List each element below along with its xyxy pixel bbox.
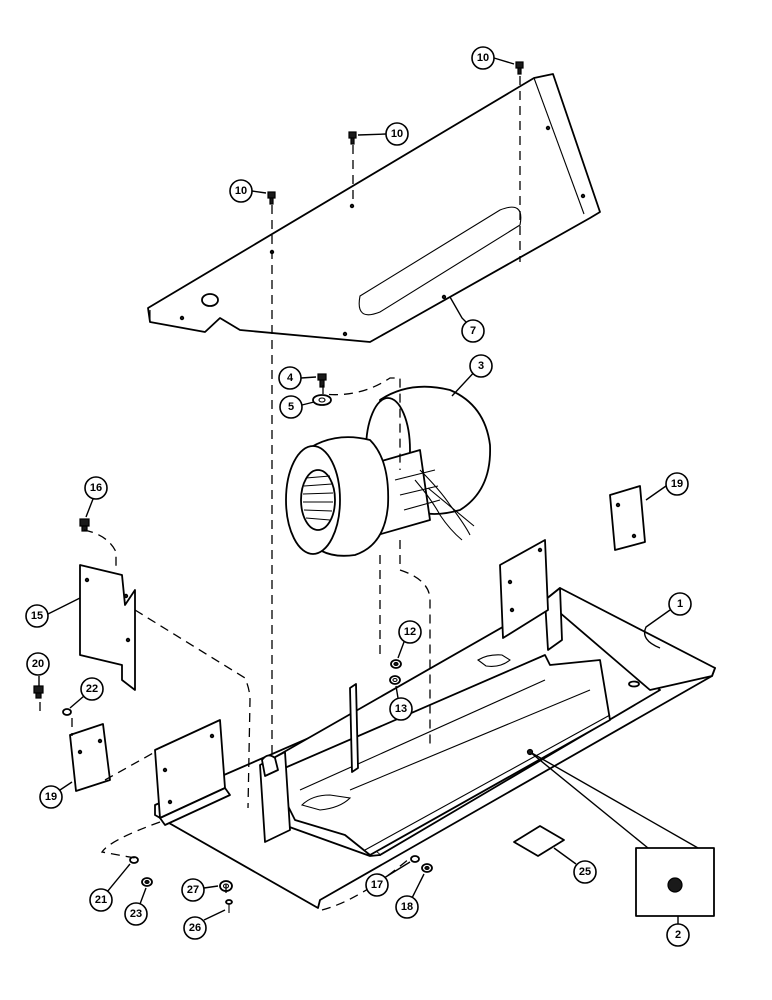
svg-text:10: 10 <box>391 128 403 140</box>
detail-inset-2 <box>526 748 715 917</box>
svg-text:10: 10 <box>477 52 489 64</box>
callout-1: 1 <box>643 592 692 649</box>
cover-plate-19-right <box>609 485 646 551</box>
callout-13: 13 <box>389 685 413 721</box>
svg-text:5: 5 <box>288 401 294 413</box>
svg-text:7: 7 <box>470 325 476 337</box>
svg-text:1: 1 <box>677 598 683 610</box>
callout-26: 26 <box>183 909 226 940</box>
svg-text:3: 3 <box>478 360 484 372</box>
callout-3: 3 <box>451 354 493 397</box>
callout-25: 25 <box>553 847 597 884</box>
callout-17: 17 <box>365 861 411 897</box>
callout-4: 4 <box>278 366 317 390</box>
washer-5 <box>312 394 332 406</box>
nut-23 <box>141 877 153 887</box>
callout-10-middle: 10 <box>357 122 409 146</box>
svg-text:16: 16 <box>90 482 102 494</box>
bolt-4 <box>317 373 327 388</box>
callout-12: 12 <box>397 620 422 659</box>
svg-text:18: 18 <box>401 901 413 913</box>
callout-2: 2 <box>666 916 690 947</box>
svg-text:12: 12 <box>404 626 416 638</box>
svg-text:17: 17 <box>371 879 383 891</box>
cover-plate-19-left <box>69 723 111 792</box>
svg-text:21: 21 <box>95 894 107 906</box>
svg-text:13: 13 <box>395 703 407 715</box>
screw-16 <box>79 518 90 532</box>
callout-10-left: 10 <box>229 179 267 203</box>
svg-text:27: 27 <box>187 884 199 896</box>
callout-5: 5 <box>279 395 315 419</box>
nut-17 <box>410 855 420 863</box>
nut-12 <box>390 659 402 669</box>
nut-13 <box>389 675 401 685</box>
callout-15: 15 <box>25 597 81 628</box>
svg-text:23: 23 <box>130 908 142 920</box>
svg-text:19: 19 <box>45 791 57 803</box>
svg-text:4: 4 <box>287 372 294 384</box>
svg-text:15: 15 <box>31 610 43 622</box>
callout-18: 18 <box>395 873 425 919</box>
svg-text:10: 10 <box>235 185 247 197</box>
svg-text:25: 25 <box>579 866 591 878</box>
svg-text:20: 20 <box>32 658 44 670</box>
nut-18 <box>421 863 433 873</box>
svg-text:19: 19 <box>671 478 683 490</box>
screw-20 <box>33 685 44 699</box>
lower-left-bracket <box>154 719 231 826</box>
svg-text:2: 2 <box>675 929 681 941</box>
svg-text:26: 26 <box>189 922 201 934</box>
end-panel-15 <box>79 564 136 691</box>
callout-10-top-right: 10 <box>471 46 515 70</box>
cap-screw-10-b <box>348 131 357 145</box>
top-cover-plate <box>147 73 601 343</box>
callout-21: 21 <box>89 863 131 912</box>
callout-7: 7 <box>449 296 485 343</box>
cap-screw-10-a <box>267 191 276 205</box>
decal-25 <box>513 825 565 857</box>
nut-21 <box>129 856 139 864</box>
main-housing-tray <box>259 539 716 857</box>
blower-assembly <box>285 385 491 557</box>
callout-22: 22 <box>69 677 104 709</box>
callout-16: 16 <box>84 476 108 518</box>
pin-26 <box>225 899 233 913</box>
callout-27: 27 <box>181 878 219 902</box>
nut-22 <box>62 708 72 716</box>
callout-19-left: 19 <box>39 781 73 809</box>
callout-23: 23 <box>124 887 148 926</box>
callout-19-right: 19 <box>645 472 689 501</box>
assembly-hidden-lines <box>39 76 521 911</box>
cap-screw-10-c <box>515 61 524 75</box>
svg-text:22: 22 <box>86 683 98 695</box>
callout-20: 20 <box>26 652 50 686</box>
